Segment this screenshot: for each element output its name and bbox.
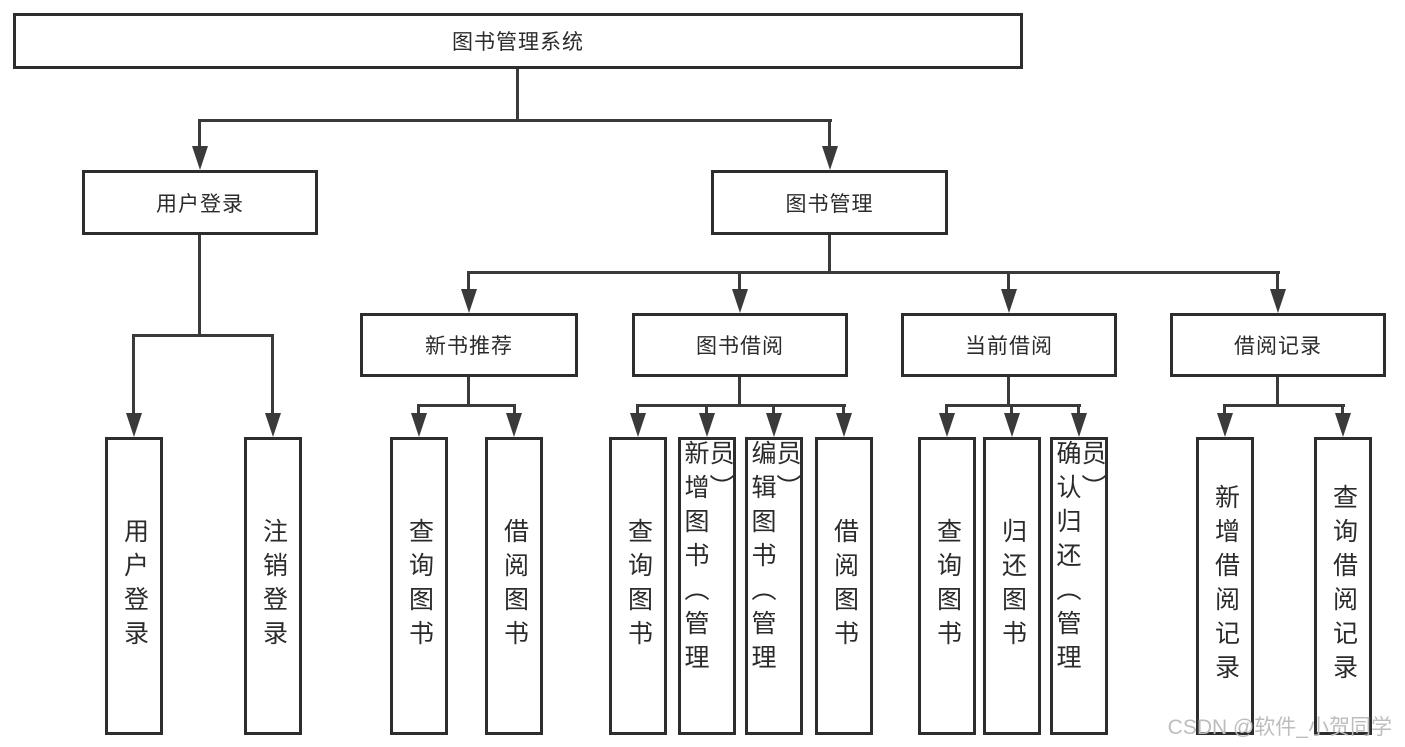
node-root-label: 图书管理系统 [452, 31, 584, 54]
connector-line [1007, 377, 1010, 406]
node-user-login-label: 用户登录 [156, 192, 244, 216]
arrowhead-down-icon [411, 413, 427, 437]
arrowhead-down-icon [939, 413, 955, 437]
leaf-query-borrow-record: 查询借阅记录 [1314, 437, 1372, 735]
connector-line [945, 404, 948, 415]
arrowhead-down-icon [461, 289, 477, 313]
node-book-borrow-label: 图书借阅 [696, 335, 784, 358]
connector-line [132, 334, 274, 337]
arrowhead-down-icon [1270, 289, 1286, 313]
leaf-query-books-recommend: 查询图书 [390, 437, 448, 735]
arrowhead-down-icon [699, 413, 715, 437]
node-user-login: 用户登录 [82, 170, 318, 235]
connector-line [828, 119, 831, 148]
connector-line [1341, 404, 1344, 415]
leaf-query-books-current: 查询图书 [918, 437, 976, 735]
leaf-edit-book-admin-label: 编辑图书（管理员） [748, 440, 801, 678]
connector-line [417, 404, 516, 407]
arrowhead-down-icon [1071, 413, 1087, 437]
leaf-borrow-books-recommend-label: 借阅图书 [500, 518, 529, 654]
connector-line [198, 119, 832, 122]
connector-line [772, 404, 775, 415]
arrowhead-down-icon [822, 146, 838, 170]
leaf-logout-label: 注销登录 [259, 518, 288, 654]
leaf-confirm-return-admin: 确认归还（管理员） [1050, 437, 1108, 735]
leaf-query-borrow-record-label: 查询借阅记录 [1329, 484, 1358, 688]
leaf-query-books-recommend-label: 查询图书 [405, 518, 434, 654]
node-book-management-label: 图书管理 [785, 192, 874, 216]
arrowhead-down-icon [192, 146, 208, 170]
node-current-borrow-label: 当前借阅 [965, 335, 1053, 358]
connector-line [1077, 404, 1080, 415]
connector-line [705, 404, 708, 415]
node-new-book-recommend-label: 新书推荐 [425, 335, 513, 358]
connector-line [467, 271, 470, 291]
node-new-book-recommend: 新书推荐 [360, 313, 578, 377]
leaf-logout: 注销登录 [244, 437, 302, 735]
arrowhead-down-icon [126, 413, 142, 437]
connector-line [516, 69, 519, 121]
node-root: 图书管理系统 [13, 13, 1023, 69]
connector-line [636, 404, 639, 415]
arrowhead-down-icon [1335, 413, 1351, 437]
arrowhead-down-icon [1217, 413, 1233, 437]
leaf-add-borrow-record-label: 新增借阅记录 [1211, 484, 1240, 688]
leaf-query-books-borrow-label: 查询图书 [624, 518, 653, 654]
node-borrow-records: 借阅记录 [1170, 313, 1386, 377]
leaf-query-books-borrow: 查询图书 [609, 437, 667, 735]
node-book-management: 图书管理 [711, 170, 948, 235]
arrowhead-down-icon [630, 413, 646, 437]
leaf-add-borrow-record: 新增借阅记录 [1196, 437, 1254, 735]
node-book-borrow: 图书借阅 [632, 313, 848, 377]
connector-line [1223, 404, 1345, 407]
connector-line [945, 404, 1081, 407]
connector-line [417, 404, 420, 415]
leaf-user-login-label: 用户登录 [120, 518, 149, 654]
leaf-borrow-books-borrow-label: 借阅图书 [830, 518, 859, 654]
connector-line [198, 119, 201, 148]
leaf-add-book-admin-label: 新增图书（管理员） [681, 440, 734, 678]
connector-line [467, 377, 470, 406]
leaf-add-book-admin: 新增图书（管理员） [678, 437, 736, 735]
connector-line [198, 235, 201, 336]
connector-line [132, 334, 135, 415]
arrowhead-down-icon [1004, 413, 1020, 437]
connector-line [271, 334, 274, 415]
arrowhead-down-icon [265, 413, 281, 437]
connector-line [1223, 404, 1226, 415]
leaf-borrow-books-recommend: 借阅图书 [485, 437, 543, 735]
leaf-return-book: 归还图书 [983, 437, 1041, 735]
watermark: CSDN @软件_小贺同学 [1167, 716, 1392, 739]
connector-line [738, 377, 741, 406]
connector-line [842, 404, 845, 415]
node-current-borrow: 当前借阅 [901, 313, 1117, 377]
arrowhead-down-icon [1001, 289, 1017, 313]
leaf-return-book-label: 归还图书 [998, 518, 1027, 654]
connector-line [1010, 404, 1013, 415]
leaf-edit-book-admin: 编辑图书（管理员） [745, 437, 803, 735]
connector-line [1276, 377, 1279, 406]
connector-line [1007, 271, 1010, 291]
connector-line [467, 271, 1280, 274]
arrowhead-down-icon [732, 289, 748, 313]
connector-line [1276, 271, 1279, 291]
leaf-user-login: 用户登录 [105, 437, 163, 735]
arrowhead-down-icon [836, 413, 852, 437]
connector-line [738, 271, 741, 291]
connector-line [636, 404, 846, 407]
connector-line [513, 404, 516, 415]
leaf-query-books-current-label: 查询图书 [933, 518, 962, 654]
leaf-confirm-return-admin-label: 确认归还（管理员） [1053, 440, 1106, 678]
connector-line [828, 235, 831, 273]
leaf-borrow-books-borrow: 借阅图书 [815, 437, 873, 735]
arrowhead-down-icon [766, 413, 782, 437]
node-borrow-records-label: 借阅记录 [1234, 335, 1322, 358]
arrowhead-down-icon [506, 413, 522, 437]
